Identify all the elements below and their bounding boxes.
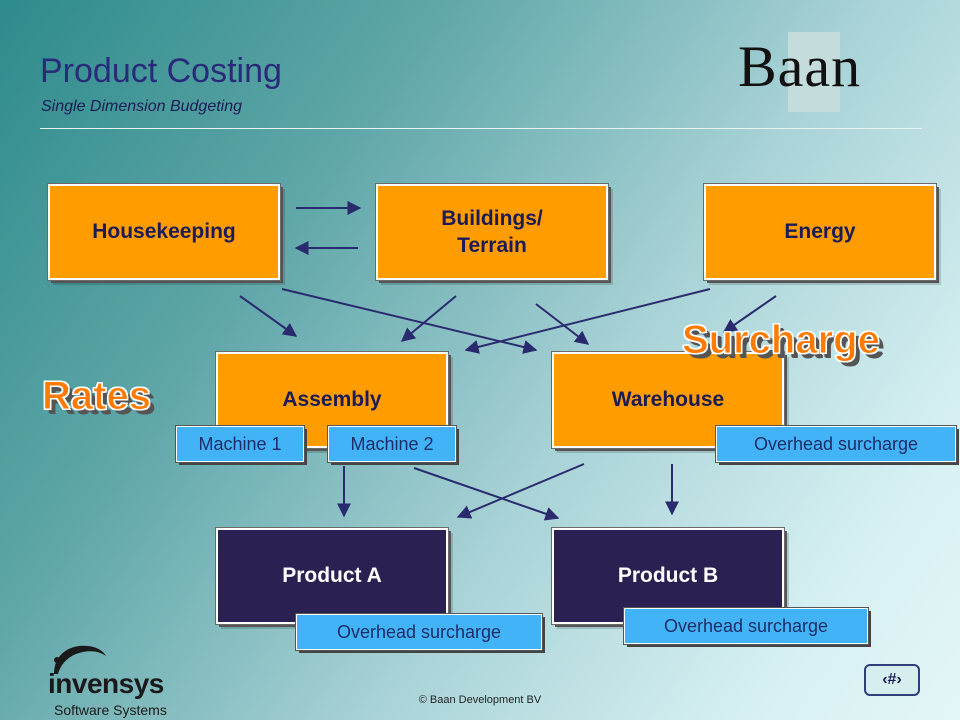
page-title: Product Costing — [40, 52, 282, 90]
node-housekeeping: Housekeeping — [47, 183, 281, 281]
arrow-housekeeping-to-assembly — [239, 295, 298, 337]
title-divider — [40, 128, 922, 129]
invensys-logo: invensys Software Systems — [48, 640, 218, 718]
tag-machine-2: Machine 2 — [327, 425, 457, 463]
tag-machine-1: Machine 1 — [175, 425, 305, 463]
label-rates: Rates — [42, 374, 152, 418]
node-energy: Energy — [703, 183, 937, 281]
node-housekeeping-label: Housekeeping — [92, 220, 236, 244]
arrow-housekeeping-to-warehouse — [281, 288, 538, 354]
node-buildings-terrain: Buildings/ Terrain — [375, 183, 609, 281]
baan-logo: Baan — [738, 34, 862, 99]
page-subtitle: Single Dimension Budgeting — [41, 98, 243, 115]
node-buildings-label-line2: Terrain — [457, 234, 527, 257]
arrow-buildings-to-warehouse — [535, 303, 590, 345]
node-buildings-label-line1: Buildings/ — [441, 206, 543, 230]
node-assembly-label: Assembly — [282, 388, 382, 412]
tag-overhead-product-a: Overhead surcharge — [295, 613, 543, 651]
copyright: © Baan Development BV — [418, 694, 542, 706]
arrow-energy-to-assembly — [464, 288, 711, 354]
label-surcharge: Surcharge — [682, 318, 881, 362]
arrow-energy-to-warehouse — [722, 295, 777, 333]
invensys-swoosh-icon — [54, 645, 106, 674]
node-product-a: Product A — [215, 527, 449, 625]
node-product-b-label: Product B — [617, 564, 719, 588]
baan-logo-backdrop — [788, 32, 840, 112]
page-number-button[interactable]: ‹#› — [864, 664, 920, 696]
invensys-subtitle: Software Systems — [54, 702, 167, 718]
node-warehouse: Warehouse — [551, 351, 785, 449]
arrow-warehouse-to-product-a — [456, 463, 585, 519]
tag-overhead-product-b: Overhead surcharge — [623, 607, 869, 645]
node-warehouse-label: Warehouse — [611, 388, 725, 412]
node-product-a-label: Product A — [282, 564, 382, 588]
tag-overhead-warehouse: Overhead surcharge — [715, 425, 957, 463]
invensys-wordmark: invensys — [48, 668, 164, 699]
arrow-buildings-to-assembly — [400, 295, 457, 342]
node-energy-label: Energy — [784, 220, 856, 244]
arrow-assembly-to-product-b — [413, 467, 560, 521]
